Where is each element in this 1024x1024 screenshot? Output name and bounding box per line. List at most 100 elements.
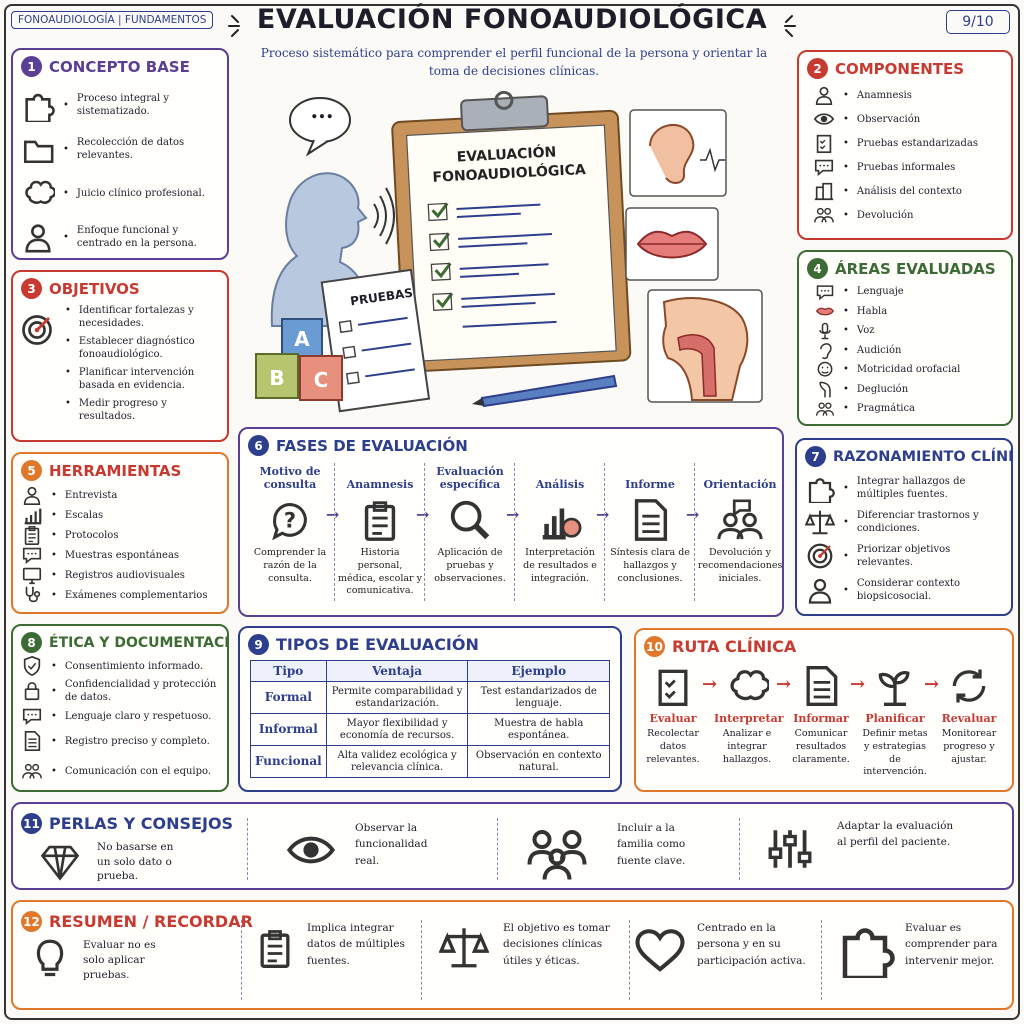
section-title: RUTA CLÍNICA xyxy=(672,637,797,656)
bars-icon xyxy=(21,504,43,526)
phase-title: Anamnesis xyxy=(346,477,414,491)
tip-item: Observar la funcionalidad real. xyxy=(355,822,428,867)
list-item: •Comunicación con el equipo. xyxy=(21,756,219,786)
lightbulb-icon xyxy=(29,936,71,978)
divider xyxy=(604,463,605,601)
letter-blocks-illustration xyxy=(255,318,343,401)
group-icon xyxy=(21,760,43,782)
list-item: •Juicio clínico profesional. xyxy=(21,171,219,215)
person-icon xyxy=(813,84,835,106)
section-number: 1 xyxy=(21,56,42,77)
sparkle-left-icon xyxy=(226,12,246,38)
section-objetivos: 3 OBJETIVOS •Identificar fortalezas y nec… xyxy=(11,270,229,442)
chat-icon xyxy=(21,705,43,727)
arrow-right-icon: → xyxy=(506,505,520,524)
face-icon xyxy=(815,360,835,380)
list-item: •Pragmática xyxy=(815,399,1003,419)
list-item: •Confidencialidad y protección de datos. xyxy=(21,676,219,706)
list-item: •Proceso integral y sistematizado. xyxy=(21,83,219,127)
table-header: Ejemplo xyxy=(467,660,610,682)
tests-paper-illustration xyxy=(320,268,431,413)
list-item: •Observación xyxy=(813,107,1003,131)
person-icon xyxy=(21,220,55,254)
list-item: •Escalas xyxy=(21,505,219,525)
lock-icon xyxy=(21,680,43,702)
section-number: 12 xyxy=(21,911,42,932)
route-step-title: Revaluar xyxy=(941,712,997,725)
list-item: •Enfoque funcional y centrado en la pers… xyxy=(21,215,219,258)
section-number: 2 xyxy=(807,58,828,79)
list-item: •Exámenes complementarios xyxy=(21,585,219,605)
phase-title: Orientación xyxy=(703,477,777,491)
illustration xyxy=(252,86,768,422)
list-item: •Identificar fortalezas y necesidades. xyxy=(65,305,194,329)
arrow-right-icon: → xyxy=(924,674,940,695)
list-item: •Registros audiovisuales xyxy=(21,565,219,585)
eye-icon xyxy=(813,108,835,130)
checklist-icon xyxy=(640,664,706,708)
divider xyxy=(334,463,335,601)
chat-icon xyxy=(813,156,835,178)
chat-icon xyxy=(815,282,835,302)
tip-item: Adaptar la evaluación al perfil del paci… xyxy=(837,820,954,849)
clipboard-icon xyxy=(253,922,297,974)
section-title: RESUMEN / RECORDAR xyxy=(49,912,253,931)
route-step-title: Informar xyxy=(793,712,849,725)
section-title: COMPONENTES xyxy=(835,59,965,78)
section-title: CONCEPTO BASE xyxy=(49,57,190,76)
phase-description: Historia personal, médica, escolar y com… xyxy=(338,547,422,597)
stethoscope-icon xyxy=(21,584,43,606)
shield-icon xyxy=(21,655,43,677)
page-frame xyxy=(4,4,1020,1020)
section-number: 6 xyxy=(248,435,269,456)
route-step-description: Recolectar datos relevantes. xyxy=(646,728,700,765)
summary-item: Evaluar es comprender para intervenir me… xyxy=(905,922,998,967)
section-number: 7 xyxy=(805,446,826,467)
summary-item: Implica integrar datos de múltiples fuen… xyxy=(307,922,405,967)
checklist-icon xyxy=(813,132,835,154)
list-item: •Pruebas estandarizadas xyxy=(813,131,1003,155)
building-icon xyxy=(813,180,835,202)
phase-title: Informe xyxy=(625,477,675,491)
list-item: •Integrar hallazgos de múltiples fuentes… xyxy=(805,471,1003,505)
pen-illustration xyxy=(472,374,618,408)
section-concepto-base: 1 CONCEPTO BASE •Proceso integral y siste… xyxy=(11,48,229,260)
section-title: OBJETIVOS xyxy=(49,279,140,298)
section-number: 3 xyxy=(21,278,42,299)
ear-icon xyxy=(815,340,835,360)
speech-bubble-dots: ... xyxy=(310,98,334,124)
sprout-icon xyxy=(862,664,928,708)
route-step-description: Definir metas y estrategias de intervenc… xyxy=(862,728,928,778)
document-icon xyxy=(608,497,692,543)
diamond-icon xyxy=(39,840,81,882)
list-item: •Recolección de datos relevantes. xyxy=(21,127,219,171)
puzzle-icon xyxy=(835,918,895,978)
phase-description: Devolución y recomendaciones iniciales. xyxy=(698,547,783,584)
section-number: 5 xyxy=(21,460,42,481)
list-item: •Audición xyxy=(815,341,1003,361)
section-number: 8 xyxy=(21,632,42,653)
brain-icon xyxy=(714,664,780,708)
folder-icon xyxy=(21,132,55,166)
phase-description: Comprender la razón de la consulta. xyxy=(253,547,327,584)
puzzle-icon xyxy=(805,473,835,503)
tip-item: Incluir a la familia como fuente clave. xyxy=(617,822,686,867)
eye-icon xyxy=(285,824,337,876)
section-title: PERLAS Y CONSEJOS xyxy=(49,814,234,833)
list-item: •Muestras espontáneas xyxy=(21,545,219,565)
arrow-right-icon: → xyxy=(776,674,792,695)
phase-title: Evaluación específica xyxy=(436,464,504,491)
list-item: •Pruebas informales xyxy=(813,155,1003,179)
